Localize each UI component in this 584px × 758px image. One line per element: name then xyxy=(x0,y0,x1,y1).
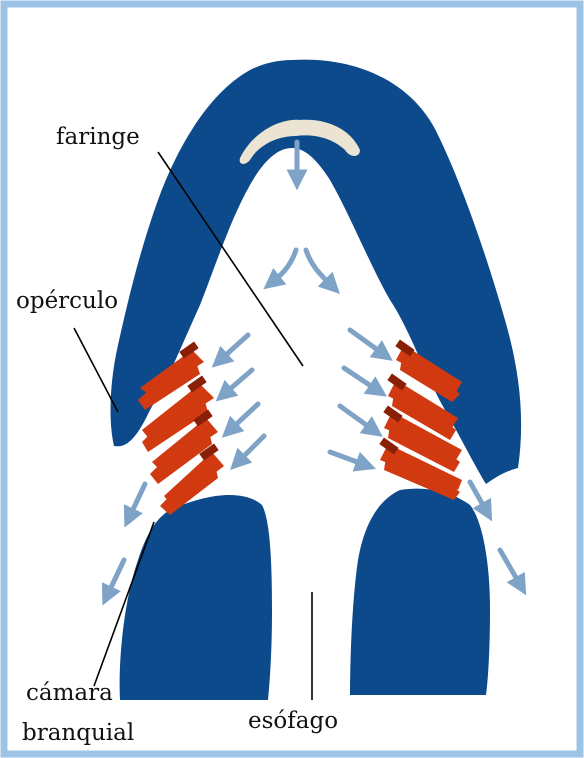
label-pharynx: faringe xyxy=(56,124,140,150)
label-gill-chamber-2: branquial xyxy=(22,720,134,746)
right-body-lobe xyxy=(350,489,490,695)
label-gill-chamber-1: cámara xyxy=(26,680,113,706)
label-esophagus: esófago xyxy=(248,708,338,734)
label-operculum: opérculo xyxy=(16,288,118,314)
